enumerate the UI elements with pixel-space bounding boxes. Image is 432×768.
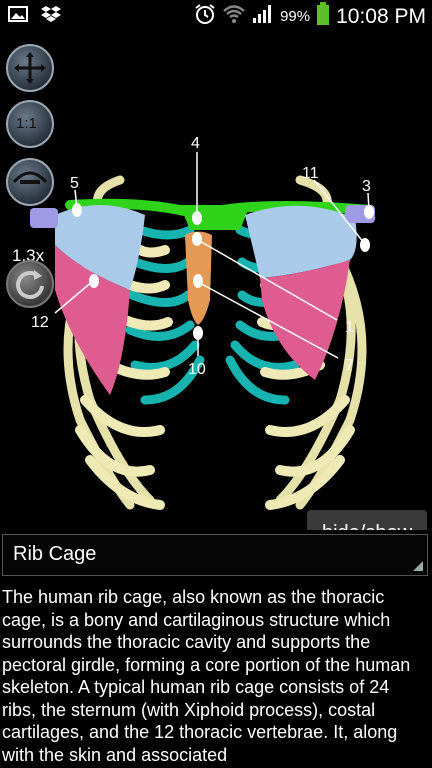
zoom-icon[interactable] — [6, 158, 54, 206]
signal-icon — [252, 4, 274, 29]
anatomy-viewer[interactable]: 4 5 11 3 12 1 10 7 1:1 1.3x hide/show — [0, 30, 432, 530]
marker-label-11[interactable]: 11 — [302, 165, 319, 182]
battery-icon — [316, 2, 330, 31]
status-bar: 99% 10:08 PM — [0, 0, 432, 30]
hide-show-button[interactable]: hide/show — [307, 510, 427, 530]
marker-label-3[interactable]: 3 — [362, 178, 371, 195]
clock: 10:08 PM — [336, 4, 426, 28]
marker-label-1[interactable]: 1 — [345, 319, 354, 336]
move-icon[interactable] — [6, 44, 54, 92]
dropbox-icon — [40, 5, 62, 28]
dropdown-corner-icon — [413, 561, 423, 571]
marker-label-4[interactable]: 4 — [191, 135, 200, 152]
wifi-icon — [222, 4, 246, 29]
marker-label-5[interactable]: 5 — [70, 175, 79, 192]
structure-select[interactable]: Rib Cage — [2, 534, 428, 576]
marker-label-7[interactable]: 7 — [345, 357, 354, 374]
marker-label-10[interactable]: 10 — [188, 361, 206, 378]
gallery-icon — [8, 5, 28, 28]
rotate-icon[interactable] — [6, 260, 54, 308]
marker-label-12[interactable]: 12 — [31, 314, 49, 331]
description-text: The human rib cage, also known as the th… — [2, 587, 411, 765]
battery-percent: 99% — [280, 8, 311, 25]
reset-scale-label: 1:1 — [16, 115, 37, 132]
structure-select-value: Rib Cage — [13, 543, 97, 565]
reset-scale-button[interactable]: 1:1 — [6, 100, 54, 148]
alarm-icon — [194, 3, 216, 30]
rib-cage-model[interactable]: 4 5 11 3 12 1 10 7 — [0, 30, 432, 530]
